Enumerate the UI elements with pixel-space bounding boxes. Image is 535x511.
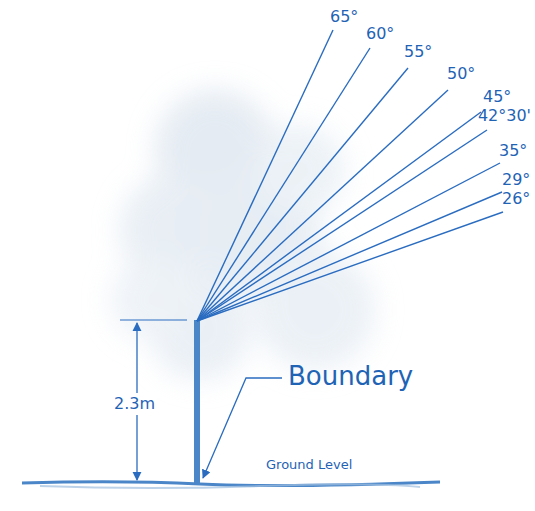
angle-label: 29° [502,171,530,189]
ground-label: Ground Level [266,458,352,472]
angle-ray [197,192,502,321]
angle-label: 42°30' [478,107,531,125]
angle-rays [197,30,503,321]
angle-label: 60° [366,25,394,43]
angle-label: 65° [330,8,358,26]
boundary-label: Boundary [288,362,413,391]
watercolor-wash [110,90,375,380]
ground-wash [40,484,420,488]
dimension-tick [120,320,187,321]
dimension-label: 2.3m [112,393,157,415]
angle-label: 55° [404,43,432,61]
angle-label: 26° [502,190,530,208]
angle-ray [197,130,487,321]
angle-label: 45° [483,88,511,106]
angle-ray [197,90,448,321]
angle-ray [197,212,503,321]
angle-label: 35° [499,142,527,160]
angle-ray [197,48,370,321]
angle-ray [197,163,500,321]
angle-label: 50° [447,65,475,83]
angle-ray [197,30,333,321]
boundary-post [194,320,200,484]
angle-ray [197,112,481,321]
